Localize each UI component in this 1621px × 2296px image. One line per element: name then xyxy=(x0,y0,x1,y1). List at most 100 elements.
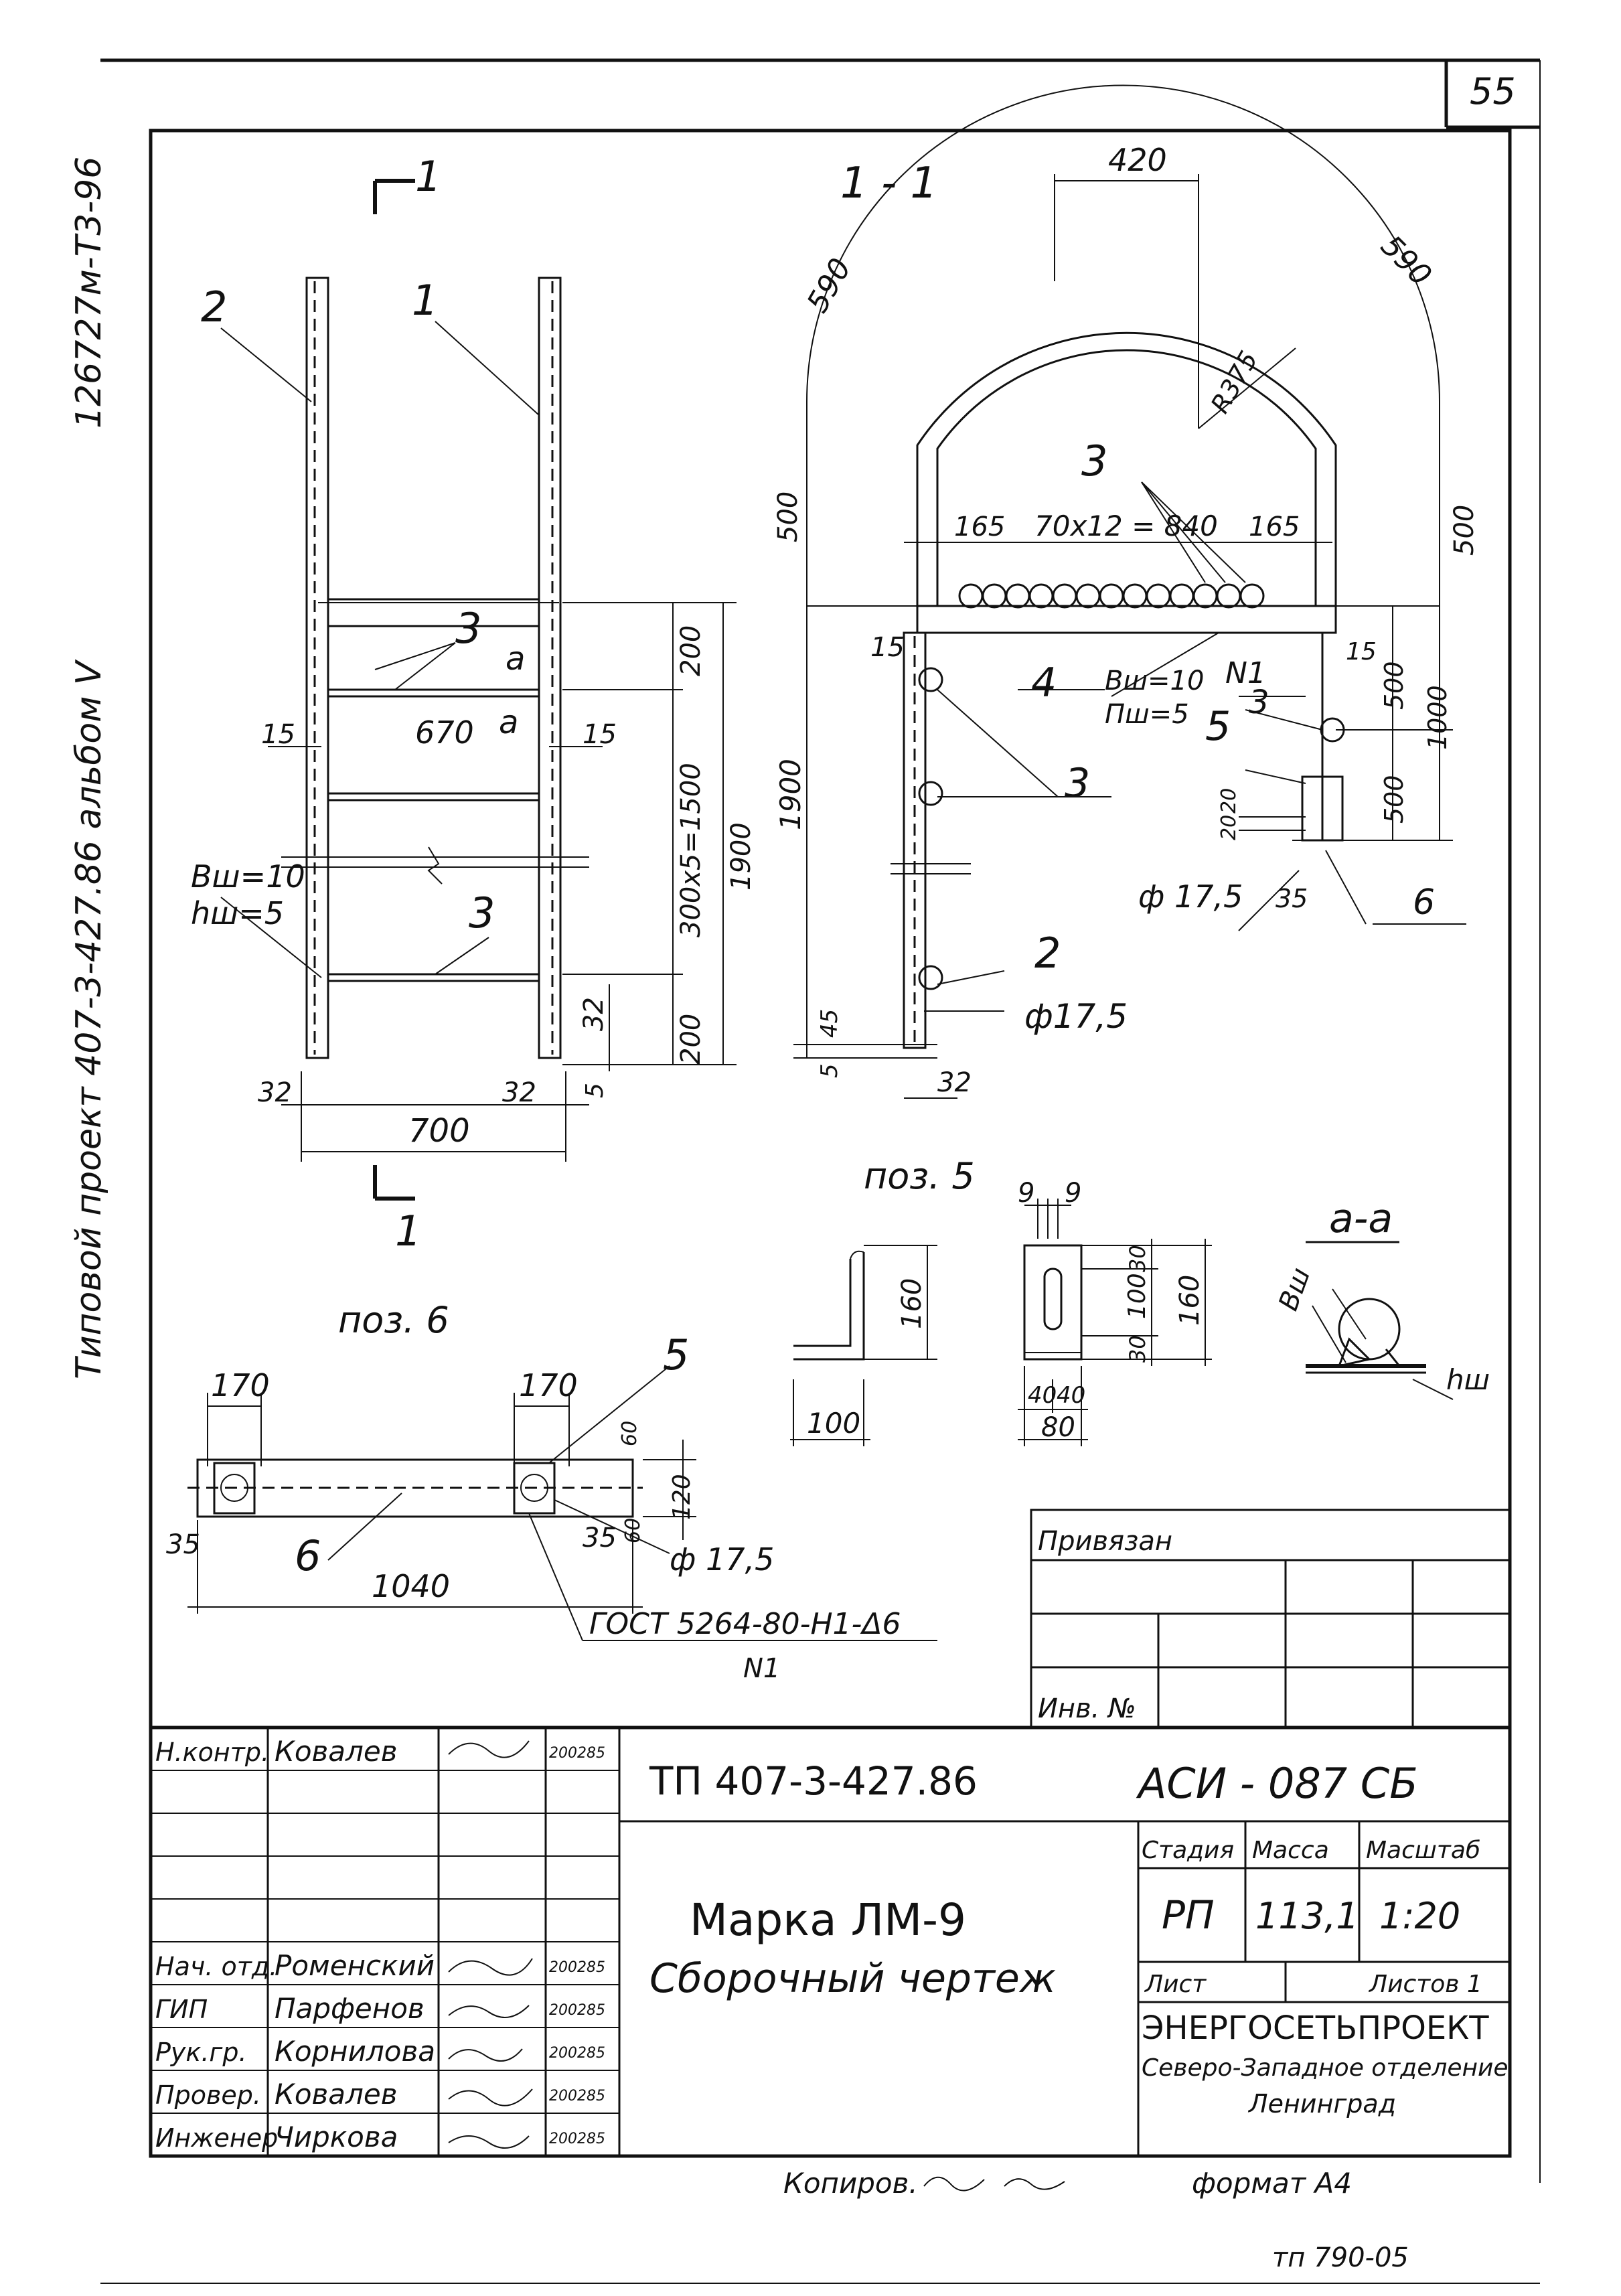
section-pos3-right: 3 xyxy=(1249,684,1269,721)
section-dim-165-left: 165 xyxy=(954,512,1005,542)
footer-copied: Копиров. xyxy=(783,2167,918,2200)
platform-rungs xyxy=(958,583,1265,609)
poz5-dim-30-top: 30 xyxy=(1125,1245,1150,1272)
front-section-mark-bottom: 1 xyxy=(395,1207,421,1255)
front-weld-note-2: hш=5 xyxy=(191,895,284,931)
tb-org-city: Ленинград xyxy=(1247,2089,1396,2119)
tb-name-8: Ковалев xyxy=(275,2078,397,2111)
front-dim-32-right: 32 xyxy=(502,1077,536,1108)
section-dim-165-right: 165 xyxy=(1249,512,1300,542)
footer-format: формат А4 xyxy=(1192,2167,1352,2200)
front-dim-pitch: 300х5=1500 xyxy=(676,763,706,937)
tb-date-0: 200285 xyxy=(549,1745,605,1762)
poz5-dim-80: 80 xyxy=(1041,1412,1075,1443)
section-pos6: 6 xyxy=(1413,883,1435,923)
poz5-dim-100-base: 100 xyxy=(807,1407,860,1440)
poz6-pos6: 6 xyxy=(295,1531,321,1580)
poz6-pos5: 5 xyxy=(663,1330,689,1379)
front-section-mark-top: 1 xyxy=(415,152,441,201)
poz5-dim-40a: 40 xyxy=(1028,1382,1057,1409)
section-dim-15-right: 15 xyxy=(1346,638,1377,666)
tb-project-code: ТП 407-3-427.86 xyxy=(649,1758,978,1804)
tb-date-9: 200285 xyxy=(549,2131,605,2147)
poz6-dim-35-left: 35 xyxy=(166,1529,200,1560)
front-pos-label-3a: 3 xyxy=(455,604,481,653)
tb-stage: РП xyxy=(1162,1892,1215,1938)
poz6-dim-60-bottom: 60 xyxy=(621,1518,645,1543)
poz5-title: поз. 5 xyxy=(864,1155,975,1197)
bottom-code: тп 790-05 xyxy=(1272,2242,1409,2273)
poz5-dim-160-total: 160 xyxy=(1174,1275,1205,1326)
front-dim-15-right: 15 xyxy=(583,719,617,750)
tb-role-9: Инженер xyxy=(155,2123,278,2153)
front-pos-label-2: 2 xyxy=(201,283,227,331)
front-weld-mark-2: a xyxy=(499,704,518,741)
sheet-frame xyxy=(100,58,1541,2183)
section-hole-right: ф 17,5 xyxy=(1138,878,1243,915)
tb-col-scale: Масштаб xyxy=(1366,1837,1480,1864)
front-dim-1900: 1900 xyxy=(726,822,757,891)
tb-sheets-total: Листов 1 xyxy=(1368,1971,1482,1998)
front-dim-700: 700 xyxy=(408,1112,470,1150)
section-dim-590-right: 590 xyxy=(1374,229,1438,293)
section-dim-420: 420 xyxy=(1108,142,1167,178)
section-hole-bottom: ф17,5 xyxy=(1024,997,1128,1036)
section-weld-note-1: Вш=10 xyxy=(1105,666,1204,696)
sheet-number: 55 xyxy=(1470,70,1516,112)
section-dim-20b: 20 xyxy=(1217,788,1241,814)
tb-role-7: Рук.гр. xyxy=(155,2038,247,2067)
section-pos2: 2 xyxy=(1034,929,1061,978)
tb-name-5: Роменский xyxy=(275,1949,435,1982)
front-dim-200-bottom: 200 xyxy=(676,1014,706,1065)
section-dim-590-left: 590 xyxy=(800,252,858,318)
section-dim-45: 45 xyxy=(816,1009,843,1038)
privyazan-label: Привязан xyxy=(1038,1526,1172,1557)
front-weld-mark-1: a xyxy=(506,640,525,678)
section-dim-32: 32 xyxy=(937,1067,972,1098)
poz5-detail xyxy=(790,1199,1212,1446)
section-dim-1900: 1900 xyxy=(774,759,807,830)
tb-name-9: Чиркова xyxy=(275,2121,398,2153)
section-dim-1000: 1000 xyxy=(1423,685,1452,750)
side-project-title: Типовой проект 407-3-427.86 альбом V xyxy=(69,659,109,1379)
tb-role-5: Нач. отд. xyxy=(155,1952,277,1981)
section-view xyxy=(793,84,1466,1099)
section-title: 1 - 1 xyxy=(840,159,937,208)
section-pos5: 5 xyxy=(1205,703,1231,750)
section-pos3-mid: 3 xyxy=(1065,760,1090,807)
poz6-dim-120: 120 xyxy=(668,1474,696,1520)
section-weld-note-2: Пш=5 xyxy=(1105,699,1189,730)
front-weld-note-1: Вш=10 xyxy=(191,858,305,895)
tb-role-0: Н.контр. xyxy=(155,1738,269,1767)
ladder-front-view xyxy=(220,179,737,1201)
poz5-dim-30-bottom: 30 xyxy=(1125,1335,1150,1363)
poz5-dim-9a: 9 xyxy=(1018,1178,1034,1209)
poz6-hole: ф 17,5 xyxy=(670,1541,774,1578)
front-pos-label-3b: 3 xyxy=(469,889,495,937)
section-pos4: 4 xyxy=(1031,660,1057,706)
section-dim-20: 20 xyxy=(1217,815,1241,840)
section-dim-rungs: 70х12 = 840 xyxy=(1034,510,1218,542)
section-aa-title: а-а xyxy=(1329,1195,1393,1242)
section-dim-500-left: 500 xyxy=(773,491,803,542)
tb-name-7: Корнилова xyxy=(275,2035,435,2068)
section-dim-35: 35 xyxy=(1276,884,1308,913)
inv-no-label: Инв. № xyxy=(1038,1693,1136,1724)
poz6-dim-35-right: 35 xyxy=(583,1523,617,1553)
front-dim-5: 5 xyxy=(581,1083,609,1098)
section-aa-label-hw: hш xyxy=(1446,1363,1490,1396)
tb-name-0: Ковалев xyxy=(275,1735,397,1768)
tb-col-mass: Масса xyxy=(1252,1837,1329,1864)
tb-sheet: Лист xyxy=(1144,1971,1207,1998)
poz5-dim-40b: 40 xyxy=(1057,1382,1085,1409)
front-dim-200-top: 200 xyxy=(676,625,706,676)
front-dim-670: 670 xyxy=(415,714,474,751)
tb-org-name: ЭНЕРГОСЕТЬПРОЕКТ xyxy=(1142,2009,1489,2047)
signatures xyxy=(448,1740,533,2149)
front-dim-32-left: 32 xyxy=(258,1077,292,1108)
poz6-detail xyxy=(187,1365,937,1641)
side-inventory-number: 126727м-Т3-96 xyxy=(69,157,109,429)
tb-doc-code: АСИ - 087 СБ xyxy=(1136,1759,1418,1808)
poz6-dim-170-left: 170 xyxy=(211,1367,270,1403)
